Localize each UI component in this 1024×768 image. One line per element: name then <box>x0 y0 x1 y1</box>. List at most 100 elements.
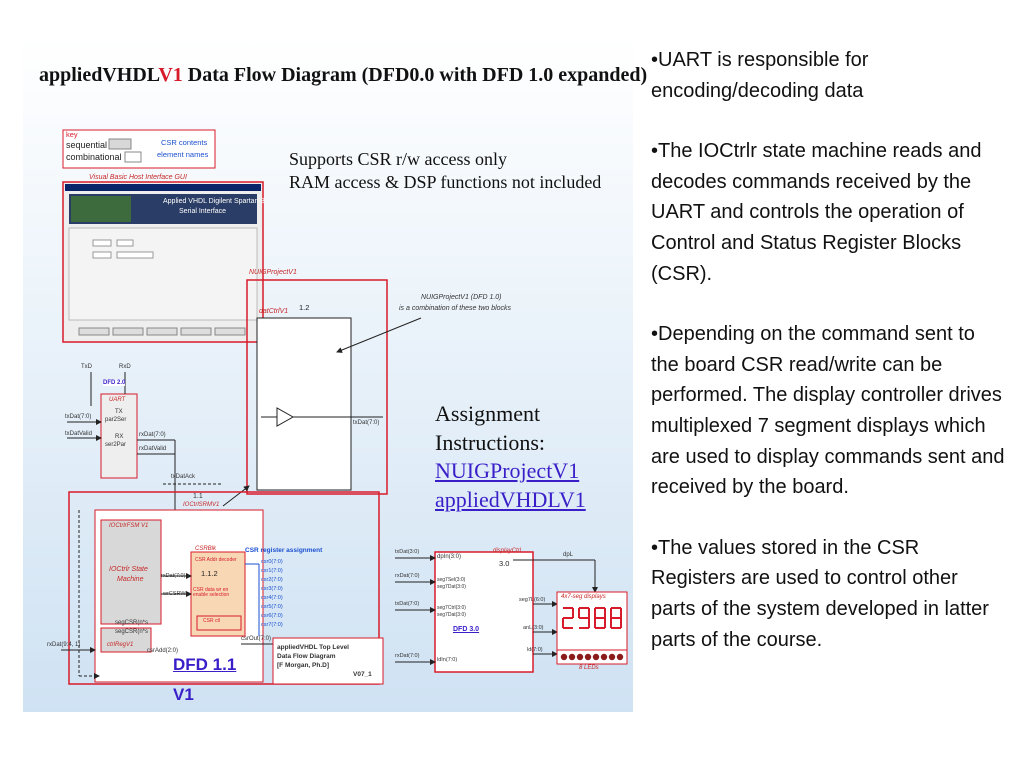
key-element-names: element names <box>157 150 209 159</box>
display-dfd: DFD 3.0 <box>453 626 480 633</box>
display-number: 3.0 <box>499 559 510 568</box>
txdat-out-label: txDat(7:0) <box>353 420 380 426</box>
gui-header-2: Serial Interface <box>179 208 227 215</box>
csradd-label: csrAdd(2:0) <box>147 648 179 654</box>
uart-box <box>100 393 138 479</box>
rxd-label: RxD <box>119 364 131 370</box>
supports-line-1: Supports CSR r/w access only <box>289 149 507 169</box>
ioctrl-number: 1.1 <box>193 493 203 500</box>
gui-field-3 <box>92 251 112 259</box>
uart-par2ser: par2Ser <box>105 417 127 423</box>
toplevel-line-3: [F Morgan, Ph.D] <box>277 662 329 669</box>
seven-seg-display <box>556 591 628 651</box>
gui-titlebar <box>65 184 261 191</box>
assignment-line-1: Assignment <box>435 401 541 426</box>
csr-reg-5: csr5(7:0) <box>261 604 283 610</box>
csr-assign-title: CSR register assignment <box>245 547 323 554</box>
toplevel-line-2: Data Flow Diagram <box>277 653 336 660</box>
gui-button-2 <box>112 327 144 336</box>
nuig-label: NUIGProjectV1 <box>249 269 297 276</box>
gui-caption: Visual Basic Host Interface GUI <box>89 174 187 181</box>
display-in-1: txDat(3:0) <box>395 549 420 555</box>
uart-name: UART <box>109 397 126 403</box>
ioctrl-state-1: IOCtrlr State <box>109 566 148 573</box>
gui-field-2 <box>116 239 134 247</box>
assignment-link-appliedvhdl[interactable]: appliedVHDLV1 <box>435 486 586 512</box>
txdatack-label: txDatAck <box>171 474 196 480</box>
supports-line-2: RAM access & DSP functions not included <box>289 172 602 193</box>
led-dots <box>560 653 624 661</box>
diagram-title: appliedVHDLV1 Data Flow Diagram (DFD0.0 … <box>39 64 648 86</box>
seg7l-label: seg7L(6:0) <box>519 597 546 603</box>
txd-label: TxD <box>81 364 92 370</box>
display-port-3b: seg7Dat(3:0) <box>437 612 466 618</box>
board-image <box>71 196 131 222</box>
uart-rx: RX <box>115 434 124 440</box>
display-in-2: rxDat(7:0) <box>395 573 420 579</box>
ctrlreg-box <box>100 627 152 653</box>
key-sequential-swatch <box>108 138 132 150</box>
assignment-instructions: Assignment Instructions: NUIGProjectV1 a… <box>435 400 586 514</box>
csr-number: 1.1.2 <box>201 569 218 578</box>
csr-reg-4: csr4(7:0) <box>261 595 283 601</box>
ctrlreg-label: ctrlRegV1 <box>107 642 134 648</box>
bullet-uart: •UART is responsible for encoding/decodi… <box>651 49 869 102</box>
csr-reg-7: csr7(7:0) <box>261 622 283 628</box>
csr-ctl-box <box>196 615 242 631</box>
display-in-3: txDat(7:0) <box>395 601 420 607</box>
toplevel-line-1: appliedVHDL Top Level <box>277 644 349 651</box>
bullet-list: •UART is responsible for encoding/decodi… <box>651 45 1007 685</box>
gui-button-1 <box>78 327 110 336</box>
gui-field-4 <box>116 251 154 259</box>
supports-note: Supports CSR r/w access only RAM access … <box>289 148 601 195</box>
csr-name: CSRBlk <box>195 546 217 552</box>
seven-seg-digits <box>562 607 622 629</box>
toplevel-version: V07_1 <box>353 671 372 678</box>
csr-reg-2: csr2(7:0) <box>261 577 283 583</box>
toplevel-box <box>272 637 384 685</box>
key-csr-contents: CSR contents <box>161 138 208 147</box>
csr-data-enable: CSR data wr en enable selection <box>193 587 230 599</box>
datctrl-label: datCtrlV1 <box>259 308 289 315</box>
csr-reg-3: csr3(7:0) <box>261 586 283 592</box>
csr-addr-decoder: CSR Addr decoder <box>195 557 237 563</box>
rxdat-side-label: rxDat(9:4, 1) <box>47 642 81 648</box>
segcsr-label-1: segCSR(n*s <box>115 620 149 626</box>
uart-txdat-in: txDat(7:0) <box>65 414 92 420</box>
uart-dfd-label: DFD 2.0 <box>103 380 126 387</box>
bullet-command: •Depending on the command sent to the bo… <box>651 323 1005 499</box>
dpl-label: dpL <box>563 552 574 558</box>
key-sequential: sequential <box>66 140 108 150</box>
display-port-4: ldIn(7:0) <box>437 657 458 663</box>
toplevel-text: appliedVHDL Top Level Data Flow Diagram … <box>277 643 349 670</box>
displayctrl-box <box>434 551 534 673</box>
gui-button-4 <box>180 327 212 336</box>
nuig-note-2: is a combination of these two blocks <box>399 305 512 312</box>
gui-button-5 <box>214 327 246 336</box>
nuig-note-1: NUIGProjectV1 (DFD 1.0) <box>421 294 502 301</box>
display-port-2b: seg7Dat(3:0) <box>437 584 466 590</box>
gui-button-3 <box>146 327 178 336</box>
dfd-1-1-label: DFD 1.1 <box>173 655 237 674</box>
ioctrl-state-2: Machine <box>117 576 144 583</box>
led-label: 8 LEDs <box>579 665 599 671</box>
csr-register-list: csr0(7:0) csr1(7:0) csr2(7:0) csr3(7:0) … <box>261 558 283 630</box>
gui-header-1: Applied VHDL Digilent Spartan-3 <box>163 198 265 205</box>
display-port-1: dpIn(3:0) <box>437 554 462 560</box>
ioctrl-outer-box <box>68 491 380 685</box>
bullet-ioctrlr: •The IOCtrlr state machine reads and dec… <box>651 140 982 285</box>
csr-wr: wrCSRWr <box>163 591 188 597</box>
note-arrow <box>336 317 422 353</box>
assignment-link-nuigproject[interactable]: NUIGProjectV1 <box>435 458 580 484</box>
display-name: displayCtrl <box>493 548 522 554</box>
uart-txdatvalid-in: txDatValid <box>65 431 92 437</box>
display-port-2a: seg7Sel(3:0) <box>437 577 466 583</box>
uart-tx: TX <box>115 409 123 415</box>
ioctrl-fsm-box <box>100 519 162 625</box>
csr-reg-0: csr0(7:0) <box>261 559 283 565</box>
assignment-line-2: Instructions: <box>435 429 545 455</box>
diagram-drawing <box>61 129 628 685</box>
uart-rxdat: rxDat(7:0) <box>139 432 166 438</box>
anl-label: anL(3:0) <box>523 625 544 631</box>
key-combinational-swatch <box>124 151 142 163</box>
